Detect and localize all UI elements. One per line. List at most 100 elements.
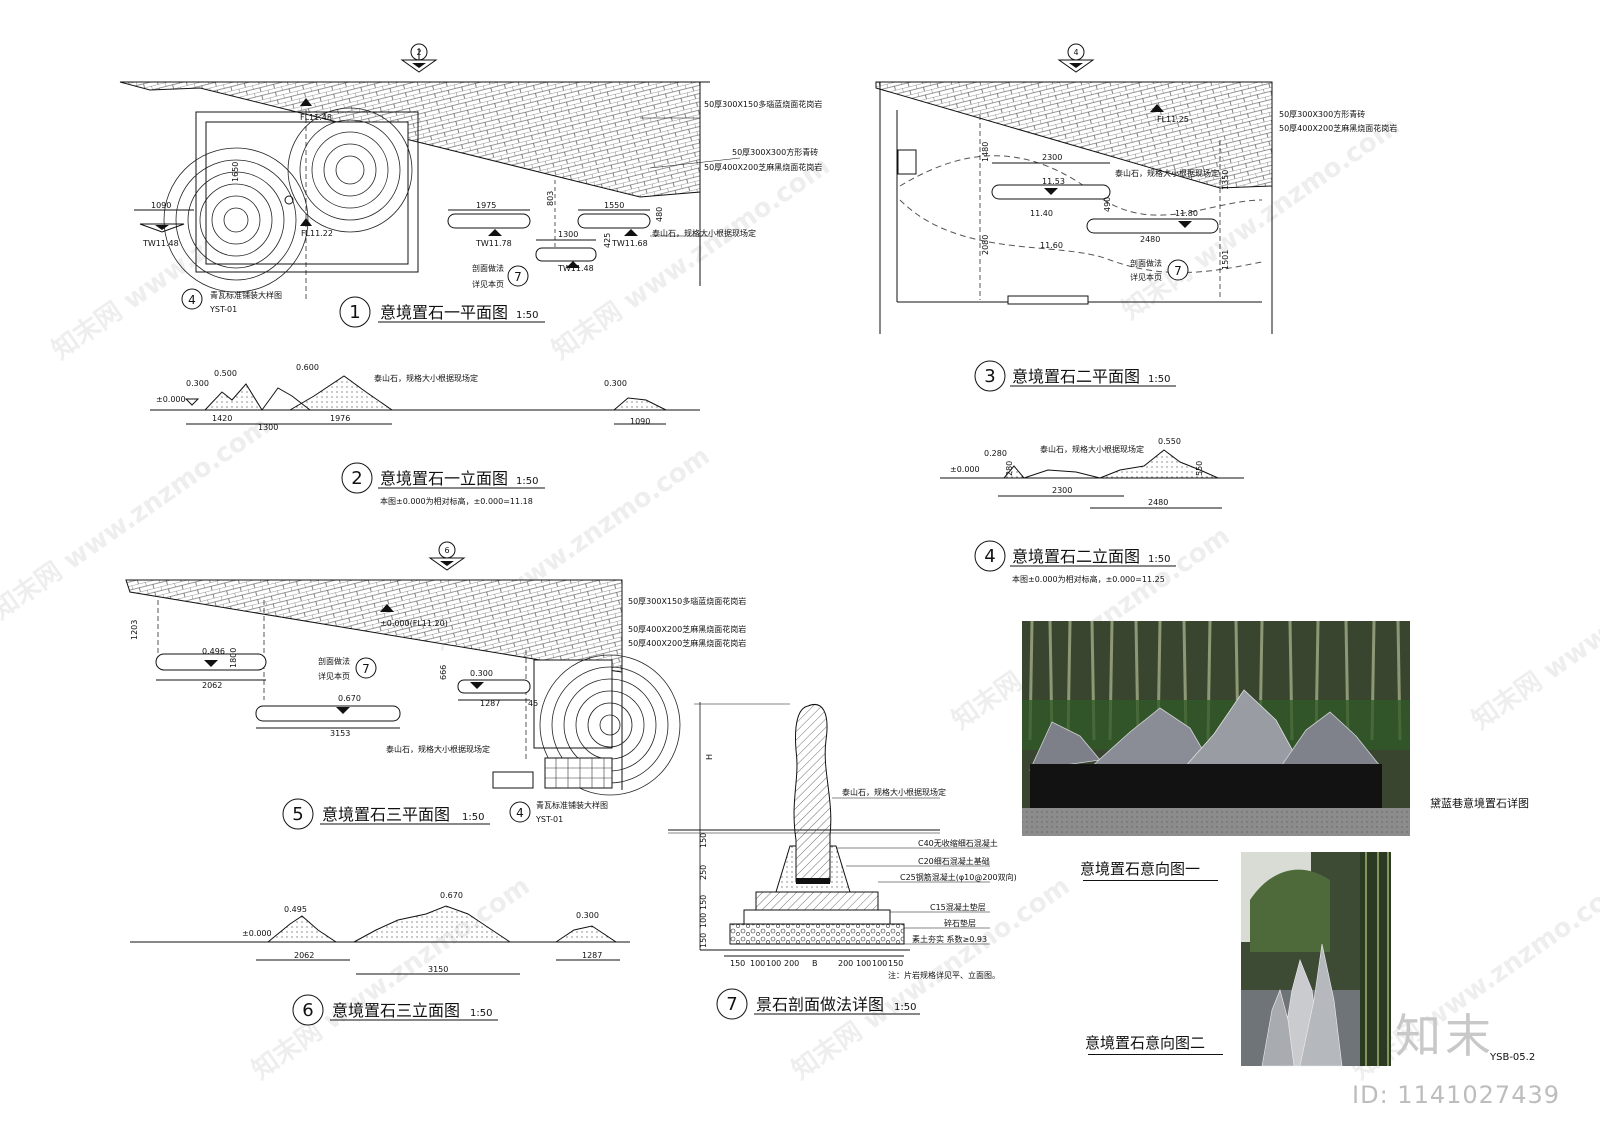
- tw-11-68: TW11.68: [611, 239, 648, 248]
- view-2-note: 本图±0.000为相对标高，±0.000=11.18: [380, 496, 533, 506]
- view-7-section: H 150 250 150 100 150 150 100 100 200 B …: [668, 702, 1017, 1020]
- label-taishan-2: 泰山石，规格大小根据现场定: [374, 373, 478, 383]
- dim-1287: 1287: [480, 699, 500, 708]
- section-note: 注：片岩规格详见平、立面图。: [888, 970, 1000, 980]
- bd-7: 100: [872, 959, 887, 968]
- label-blue-granite: 50厚300X150多瑙蓝烧面花岗岩: [704, 99, 822, 109]
- dim-2062: 2062: [202, 681, 222, 690]
- bd-5: 200: [838, 959, 853, 968]
- elev-0: ±0.000: [156, 395, 186, 404]
- elev-495: 0.495: [284, 905, 307, 914]
- photo-1-caption: 意境置石意向图一: [1080, 860, 1201, 878]
- bd-2: 100: [766, 959, 781, 968]
- svg-text:知末网 www.znzmo.com: 知末网 www.znzmo.com: [247, 871, 536, 1086]
- elev-280: 0.280: [984, 449, 1007, 458]
- label-black-granite: 50厚400X200芝麻黑烧面花岗岩: [704, 162, 822, 172]
- fl-11-25: FL11.25: [1157, 115, 1189, 124]
- watermark-logo: 知末: [1395, 1009, 1495, 1063]
- section-ref-num-b: 7: [1174, 264, 1182, 278]
- view-1-plan: 2 FL11.48 FL11.22 1090 TW11.48: [119, 43, 822, 328]
- tile-ref-num: 4: [188, 293, 196, 307]
- tile-ref-num-b: 4: [516, 806, 524, 820]
- view-7-title: 景石剖面做法详图: [756, 995, 884, 1014]
- dim-3153: 3153: [330, 729, 350, 738]
- reference-photo-1: [1022, 620, 1410, 836]
- view-4-elevation: ±0.000 0.280 0.550 泰山石，规格大小根据现场定 280 550…: [940, 437, 1244, 584]
- view-4-title: 意境置石二立面图: [1012, 547, 1140, 566]
- bottom-dims: 150 100 100 200 B 200 100 100 150: [724, 955, 904, 968]
- dim-425: 425: [603, 233, 612, 248]
- elev-300-6: 0.300: [576, 911, 599, 920]
- elev-496: 0.496: [202, 647, 225, 656]
- dim-803: 803: [546, 191, 555, 206]
- tw-11-48b: TW11.48: [557, 264, 594, 273]
- view-5-num: 5: [292, 804, 303, 825]
- bd-0: 150: [730, 959, 745, 968]
- bd-4: B: [812, 959, 818, 968]
- view-5-title: 意境置石三平面图: [322, 805, 450, 824]
- label-taishan-7: 泰山石，规格大小根据现场定: [842, 787, 946, 797]
- sheet-code: YSB-05.2: [1490, 1052, 1536, 1063]
- view-7-num: 7: [726, 994, 737, 1015]
- dim-45: 45: [528, 699, 538, 708]
- layer-5: 素土夯实 系数≥0.93: [912, 934, 987, 944]
- section-mark-6: 6: [428, 541, 466, 571]
- id-tag: ID: 1141027439: [1352, 1081, 1560, 1109]
- dim-1501: 1501: [1221, 250, 1230, 270]
- bd-6: 100: [856, 959, 871, 968]
- view-6-title: 意境置石三立面图: [332, 1001, 460, 1020]
- elev-0-6: ±0.000: [242, 929, 272, 938]
- dim-150b: 150: [699, 895, 708, 910]
- photo-2-caption-underline: [1088, 1054, 1223, 1055]
- dim-1287-6: 1287: [582, 951, 602, 960]
- elev-550: 0.550: [1158, 437, 1181, 446]
- dim-150c: 150: [699, 933, 708, 948]
- label-blue-granite-5: 50厚300X150多瑙蓝烧面花岗岩: [628, 596, 746, 606]
- dim-1203: 1203: [130, 620, 139, 640]
- section-mark-4: 4: [1057, 43, 1095, 73]
- label-green-brick-2: 50厚300X300方形青砖: [1279, 109, 1365, 119]
- section-ref-line1-c: 剖面做法: [318, 656, 350, 666]
- label-taishan-3: 泰山石，规格大小根据现场定: [1115, 168, 1219, 178]
- view-4-num: 4: [984, 546, 995, 567]
- elev-11-40: 11.40: [1030, 209, 1053, 218]
- dim-1975: 1975: [476, 201, 496, 210]
- view-1-num: 1: [349, 302, 360, 323]
- layer-4: 碎石垫层: [944, 918, 976, 928]
- dim-1420: 1420: [212, 414, 232, 423]
- view-7-scale: 1:50: [894, 1002, 916, 1013]
- layer-2: C25钢筋混凝土(φ10@200双向): [900, 872, 1017, 882]
- section-ref-line2: 详见本页: [472, 279, 504, 289]
- photo-2-caption: 意境置石意向图二: [1085, 1034, 1206, 1052]
- label-green-brick: 50厚300X300方形青砖: [732, 147, 818, 157]
- label-taishan-4: 泰山石，规格大小根据现场定: [1040, 444, 1144, 454]
- tile-ref-code-b: YST-01: [535, 815, 563, 824]
- view-6-scale: 1:50: [470, 1008, 492, 1019]
- dim-1976: 1976: [330, 414, 350, 423]
- dim-490: 490: [1103, 197, 1112, 212]
- dim-100: 100: [699, 913, 708, 928]
- layer-labels: C40无收缩细石混凝土 C20细石混凝土基础 C25钢筋混凝土(φ10@200双…: [836, 838, 1017, 945]
- section-mark-text: 2: [416, 48, 421, 57]
- elev-670: 0.670: [338, 694, 361, 703]
- elev-11-60: 11.60: [1040, 241, 1063, 250]
- dim-2300-4: 2300: [1052, 486, 1072, 495]
- view-4-note: 本图±0.000为相对标高，±0.000=11.25: [1012, 574, 1165, 584]
- dim-1300b: 1300: [258, 423, 278, 432]
- dim-3150: 3150: [428, 965, 448, 974]
- view-2-elevation: ±0.000 0.300 0.500 0.600 0.300 1420 1300…: [150, 363, 700, 506]
- elev-500: 0.500: [214, 369, 237, 378]
- elev-300-5: 0.300: [470, 669, 493, 678]
- bd-8: 150: [888, 959, 903, 968]
- label-taishan-5: 泰山石，规格大小根据现场定: [386, 744, 490, 754]
- dim-2062-6: 2062: [294, 951, 314, 960]
- layer-1: C20细石混凝土基础: [918, 856, 990, 866]
- layer-0: C40无收缩细石混凝土: [918, 838, 998, 848]
- dim-1480: 1480: [981, 142, 990, 162]
- dim-2480-4: 2480: [1148, 498, 1168, 507]
- dim-1350: 1350: [1221, 170, 1230, 190]
- view-6-elevation: ±0.000 0.495 0.670 0.300 2062 3150 1287 …: [130, 891, 630, 1026]
- tile-ref-code: YST-01: [209, 305, 237, 314]
- label-black-granite-5b: 50厚400X200芝麻黑烧面花岗岩: [628, 638, 746, 648]
